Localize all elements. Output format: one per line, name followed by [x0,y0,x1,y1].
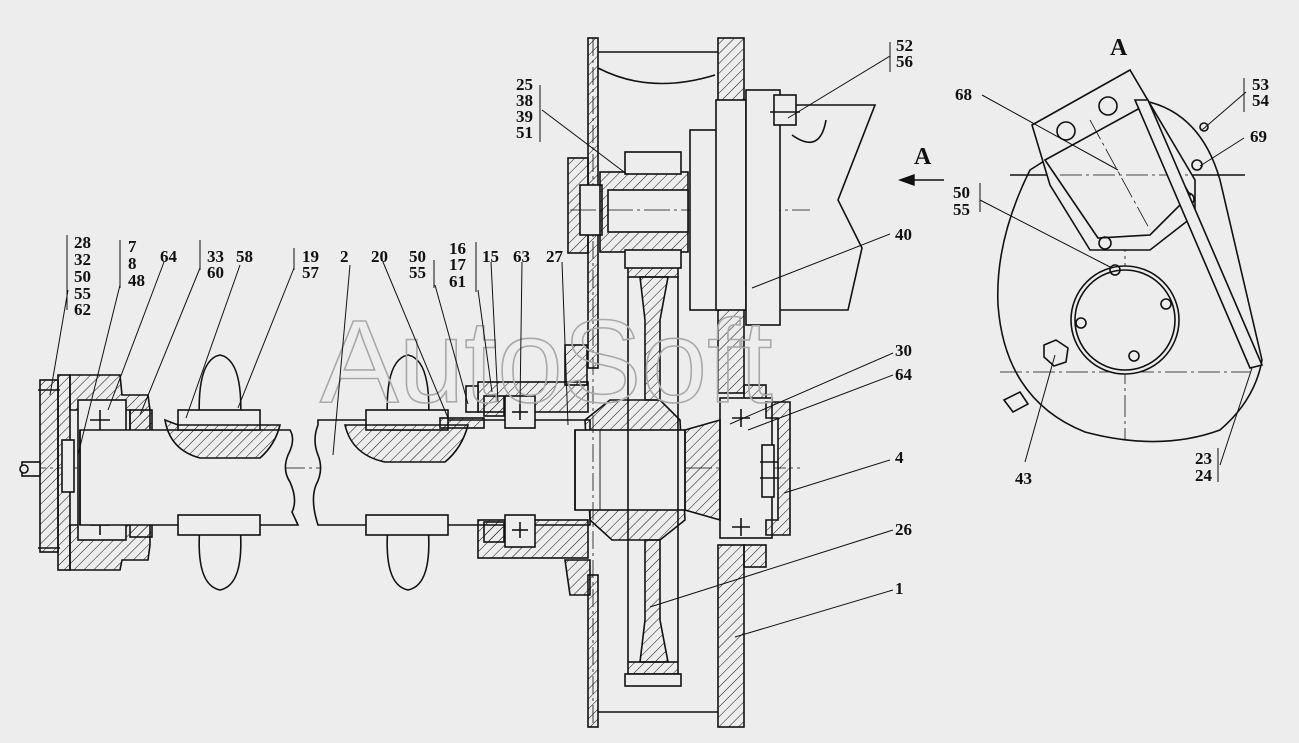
callout-label: 68 [955,85,972,104]
callout-label: 50 [74,267,91,286]
callout-label: 27 [546,247,564,266]
sprocket-right [343,354,485,591]
callout-label: 25 [516,75,533,94]
callout-label: 20 [371,247,388,266]
callout-label: 55 [409,263,426,282]
callout-label: 52 [896,36,913,55]
callout-label: 58 [236,247,253,266]
callout-label: 24 [1195,466,1213,485]
callout-label: 32 [74,250,91,269]
callout-label: 30 [895,341,912,360]
callout-label: 40 [895,225,912,244]
leader-lines [49,42,1253,638]
callout-label: 4 [895,448,904,467]
view-a [996,68,1264,443]
callout-label: 48 [128,271,145,290]
callout-label: 69 [1250,127,1267,146]
callout-label: 63 [513,247,530,266]
callout-label: 26 [895,520,912,539]
callout-label: 56 [896,52,913,71]
callout-label: 16 [449,239,466,258]
callout-label: 50 [409,247,426,266]
callout-label: 28 [74,233,91,252]
middle-bearing-bracket [465,344,591,596]
callout-label: 33 [207,247,224,266]
arrow-mark: A [914,144,932,170]
section-mark: A [1110,35,1128,61]
callout-label: 2 [340,247,349,266]
callout-label: 43 [1015,469,1032,488]
end-cover-left [19,374,71,571]
hub [574,399,686,541]
callout-label: 51 [516,123,533,142]
watermark: AutoSoft [320,296,773,428]
callout-label: 15 [482,247,499,266]
callout-label: 50 [953,183,970,202]
callout-label: 53 [1252,75,1269,94]
callout-label: 8 [128,254,137,273]
callout-label: 57 [302,263,320,282]
callout-label: 62 [74,300,91,319]
bearing-housing-right [684,384,791,568]
callout-label: 39 [516,107,533,126]
callout-label: 1 [895,579,904,598]
sprocket-left [163,354,282,591]
gearbox-housing [689,89,877,326]
callout-label: 61 [449,272,466,291]
callout-label: 64 [895,365,913,384]
callout-labels: A A 28 32 50 55 62 7 8 48 64 33 60 58 19… [74,35,1270,598]
upper-stub-shaft [567,151,810,269]
callout-label: 23 [1195,449,1212,468]
spoked-wheel [624,264,682,687]
callout-label: 55 [74,284,91,303]
callout-label: 7 [128,237,137,256]
callout-label: 19 [302,247,319,266]
callout-label: 55 [953,200,970,219]
view-arrow [897,174,944,186]
callout-label: 54 [1252,91,1270,110]
callout-label: 17 [449,255,467,274]
callout-label: 60 [207,263,224,282]
callout-label: 64 [160,247,178,266]
callout-label: 38 [516,91,533,110]
